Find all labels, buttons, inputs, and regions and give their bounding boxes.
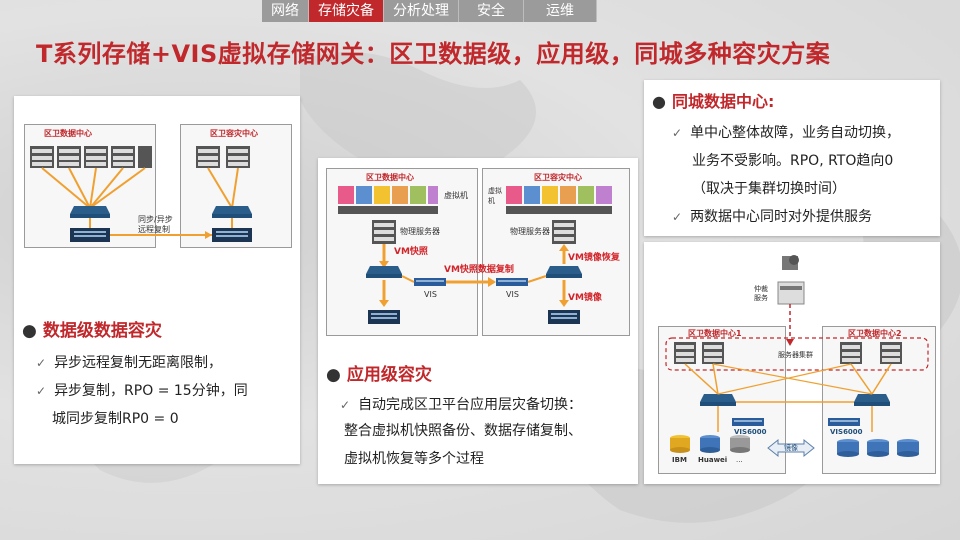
replication-label-1: 同步/异步	[138, 215, 173, 224]
data-level-line-2: ✓异步复制，RPO = 15分钟，同	[36, 383, 248, 399]
replication-label-2: 远程复制	[138, 225, 170, 234]
arbitration-label-2: 服务	[754, 294, 768, 302]
dc1-label: 区卫数据中心1	[688, 329, 742, 338]
cluster-label: 服务器集群	[778, 351, 813, 359]
vm-label-right: 虚拟机	[488, 187, 502, 205]
vm-snapshot-copy-label: VM快照数据复制	[444, 265, 514, 275]
card-same-city: ●同城数据中心: ✓单中心整体故障，业务自动切换， 业务不受影响。RPO, RT…	[644, 80, 940, 236]
vm-snapshot-label: VM快照	[394, 247, 428, 257]
app-level-heading: ●应用级容灾	[326, 365, 432, 385]
server-rack-group	[30, 146, 152, 168]
diagram2-graphics	[338, 186, 612, 324]
vis-device-icon	[414, 278, 446, 286]
vm-image-restore-label: VM镜像恢复	[568, 253, 620, 263]
backup-dc-label: 区卫容灾中心	[210, 129, 258, 138]
vis6000-left-label: VIS6000	[734, 428, 767, 436]
card-app-level: 区卫数据中心 区卫容灾中心	[318, 158, 638, 484]
vm-image-label: VM镜像	[568, 293, 602, 303]
same-city-line-4: ✓两数据中心同时对外提供服务	[672, 209, 873, 225]
vis-label-right: VIS	[506, 290, 519, 299]
same-city-line-2: 业务不受影响。RPO, RTO趋向0	[692, 153, 894, 169]
app-level-line-1: ✓自动完成区卫平台应用层灾备切换：	[340, 397, 583, 413]
nav-tab-network[interactable]: 网络	[262, 0, 309, 22]
same-city-line-3: （取决于集群切换时间）	[692, 181, 846, 197]
same-city-line-1: ✓单中心整体故障，业务自动切换，	[672, 125, 901, 141]
top-nav: 网络 存储灾备 分析处理 安全 运维	[262, 0, 597, 22]
data-level-heading: ●数据级数据容灾	[22, 321, 162, 341]
diagram1-graphics	[30, 146, 252, 242]
switch-icon	[70, 206, 110, 218]
mirror-arrow-icon	[767, 438, 815, 458]
nav-tab-storage-dr[interactable]: 存储灾备	[309, 0, 384, 22]
vis-label-left: VIS	[424, 290, 437, 299]
storage-disk-icons	[670, 435, 750, 453]
dc2-label: 区卫数据中心2	[848, 329, 902, 338]
server-label-right: 物理服务器	[510, 227, 550, 236]
diagram3-graphics	[665, 255, 929, 458]
app-backup-label: 区卫容灾中心	[534, 173, 582, 182]
same-city-heading: ●同城数据中心:	[652, 92, 775, 111]
card-data-level: 区卫数据中心 区卫容灾中心	[14, 96, 300, 464]
arbitration-server-icon	[777, 255, 805, 305]
arbitration-label-1: 仲裁	[754, 285, 768, 293]
app-primary-label: 区卫数据中心	[366, 173, 414, 182]
vm-group-left	[338, 186, 438, 204]
data-level-line-3: 城同步复制RP0 = 0	[52, 411, 179, 427]
vendor-huawei-label: Huawei	[698, 456, 728, 464]
primary-dc-label: 区卫数据中心	[44, 129, 92, 138]
storage-icon	[70, 228, 110, 242]
card-same-city-diagram: 区卫数据中心1 区卫数据中心2	[644, 242, 940, 484]
app-level-line-2: 整合虚拟机快照备份、数据存储复制、	[344, 423, 582, 439]
nav-tab-security[interactable]: 安全	[459, 0, 524, 22]
vis6000-right-label: VIS6000	[830, 428, 863, 436]
page-title: T系列存储+VIS虚拟存储网关：区卫数据级，应用级，同城多种容灾方案	[36, 40, 831, 68]
nav-tab-ops[interactable]: 运维	[524, 0, 597, 22]
app-level-line-3: 虚拟机恢复等多个过程	[344, 451, 484, 467]
server-label-left: 物理服务器	[400, 227, 440, 236]
nav-tab-analytics[interactable]: 分析处理	[384, 0, 459, 22]
vendor-ibm-label: IBM	[672, 456, 687, 464]
data-level-line-1: ✓异步远程复制无距离限制，	[36, 355, 223, 371]
vm-label-left: 虚拟机	[444, 191, 468, 200]
mirror-label: 镜像	[784, 444, 798, 452]
vendor-more-label: ...	[736, 456, 743, 464]
